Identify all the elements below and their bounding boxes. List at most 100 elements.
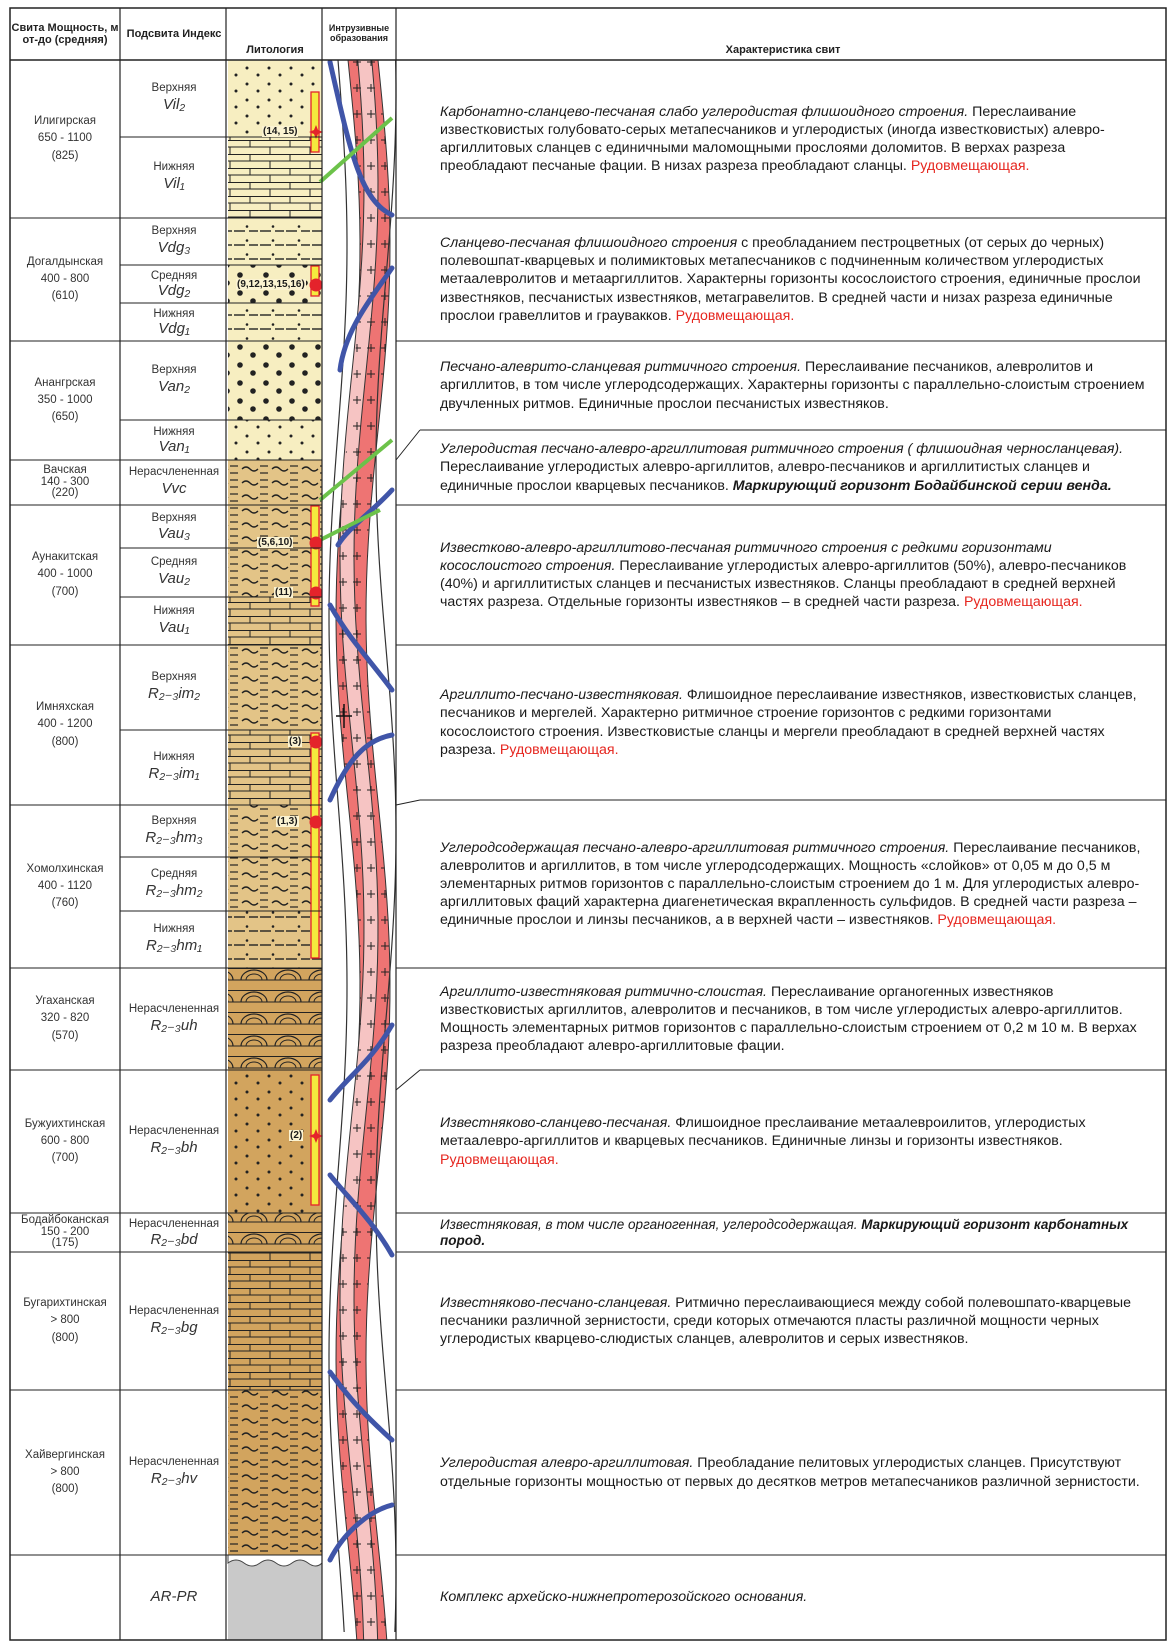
suite-name: Илигирская [34,113,96,130]
suite-description: Сланцево-песчаная флишоидного строения с… [440,218,1145,341]
subsuite-index: R₂₋₃hm₁ [146,937,202,956]
sample-label: (11) [274,587,293,598]
suite-name: Угаханская [35,993,94,1010]
subsuite-index: R₂₋₃hm₃ [145,829,202,848]
subsuite-name: Нерасчлененная [129,1125,219,1139]
suite-cell: Бужуихтинская600 - 800(700) [10,1070,120,1213]
suite-range: 400 - 1000 [38,566,93,583]
subsuite-name: Нерасчлененная [129,1305,219,1319]
sample-label: (14, 15) [262,126,298,137]
subsuite-index: AR-PR [151,1588,198,1607]
description-title: Сланцево-песчаная флишоидного строения [440,235,737,251]
sample-marker [310,736,323,749]
suite-cell: Бугарихтинская> 800(800) [10,1252,120,1390]
suite-description: Аргиллито-известняковая ритмично-слоиста… [440,968,1145,1070]
ore-bearing-label: Рудовмещающая. [500,742,619,758]
subsuite-cell: СредняяVau₂ [122,548,226,597]
subsuite-name: Верхняя [152,364,197,378]
lithology-pattern [228,857,322,911]
lithology-pattern [228,1213,322,1252]
sample-label: (1,3) [276,816,299,827]
subsuite-cell: НерасчлененнаяR₂₋₃hv [122,1390,226,1555]
suite-avg: (760) [52,895,79,912]
subsuite-index: Vau₁ [159,619,190,638]
suite-name: Хомолхинская [27,861,104,878]
suite-description: Углеродистая алевро-аргиллитовая. Преобл… [440,1390,1145,1555]
suite-cell: Илигирская650 - 1100(825) [10,60,120,218]
lithology-pattern [228,1390,322,1555]
subsuite-name: Верхняя [152,82,197,96]
suite-avg: (800) [52,1481,79,1498]
subsuite-name: Нерасчлененная [129,1218,219,1232]
subsuite-name: Средняя [151,270,197,284]
header-intrusive: Интрузивные образования [323,8,395,60]
suite-description: Комплекс архейско-нижнепротерозойского о… [440,1555,1145,1640]
suite-description: Известняково-сланцево-песчаная. Флишоидн… [440,1070,1145,1213]
description-title: Карбонатно-сланцево-песчаная слабо углер… [440,104,968,120]
suite-cell: Хомолхинская400 - 1120(760) [10,805,120,968]
subsuite-cell: НерасчлененнаяR₂₋₃bg [122,1252,226,1390]
subsuite-name: Верхняя [152,512,197,526]
suite-description: Углеродсодержащая песчано-алевро-аргилли… [440,800,1145,968]
suite-cell: Бодайбоканская150 - 200(175) [10,1213,120,1252]
suite-description: Известняковая, в том числе органогенная,… [440,1213,1145,1252]
suite-name: Анангрская [34,375,95,392]
subsuite-index: R₂₋₃hm₂ [146,882,203,901]
suite-description: Песчано-алеврито-сланцевая ритмичного ст… [440,341,1145,430]
subsuite-index: Vdg₂ [158,283,190,298]
subsuite-name: Верхняя [152,225,197,239]
lithology-pattern [228,1070,322,1213]
subsuite-index: Vau₃ [158,526,190,541]
subsuite-name: Верхняя [152,671,197,685]
ore-bearing-label: Рудовмещающая. [937,912,1056,928]
suite-range: 600 - 800 [41,1133,90,1150]
description-title: Углеродсодержащая песчано-алевро-аргилли… [440,840,949,856]
subsuite-name: Нижняя [153,426,194,440]
ore-bearing-label: Рудовмещающая. [911,158,1030,174]
subsuite-index: R₂₋₃bg [150,1319,197,1338]
lithology-pattern [228,341,322,420]
subsuite-cell: НижняяVan₁ [122,420,226,460]
sample-marker [310,587,323,600]
lithology-pattern [228,911,322,968]
suite-description: Карбонатно-сланцево-песчаная слабо углер… [440,60,1145,218]
suite-range: 400 - 1120 [38,878,92,895]
suite-name: Хайвергинская [25,1447,105,1464]
header-suite: Свита Мощность, м от-до (средняя) [10,8,120,60]
suite-cell: Анангрская350 - 1000(650) [10,341,120,460]
marker-horizon: Маркирующий горизонт Бодайбинской серии … [733,478,1112,494]
description-title: Аргиллито-песчано-известняковая. [440,687,683,703]
suite-range: > 800 [50,1464,79,1481]
suite-avg: (700) [52,1150,79,1167]
subsuite-cell: НижняяR₂₋₃im₁ [122,730,226,805]
lithology-pattern [228,460,322,505]
subsuite-name: Нижняя [153,751,194,765]
grid-line [396,1070,420,1090]
sample-label: (3) [288,736,302,747]
suite-range: > 800 [50,1312,79,1329]
description-title: Песчано-алеврито-сланцевая ритмичного ст… [440,359,801,375]
suite-description: Известково-алевро-аргиллитово-песчаная р… [440,505,1145,645]
suite-range: 400 - 1200 [38,716,93,733]
subsuite-cell: НерасчлененнаяR₂₋₃bh [122,1070,226,1213]
lithology-pattern [228,805,322,857]
suite-avg: (650) [52,409,79,426]
subsuite-index: Vdg₃ [158,239,191,258]
subsuite-cell: ВерхняяVan₂ [122,341,226,420]
sample-marker [310,279,323,292]
ore-bearing-interval [311,733,319,958]
intrusion-plus-pattern [336,60,390,1640]
lithology-pattern [228,1252,322,1390]
subsuite-index: Vil₁ [163,175,184,194]
suite-avg: (825) [52,148,79,165]
lithology-pattern [228,303,322,341]
description-title: Известняково-сланцево-песчаная. [440,1115,671,1131]
